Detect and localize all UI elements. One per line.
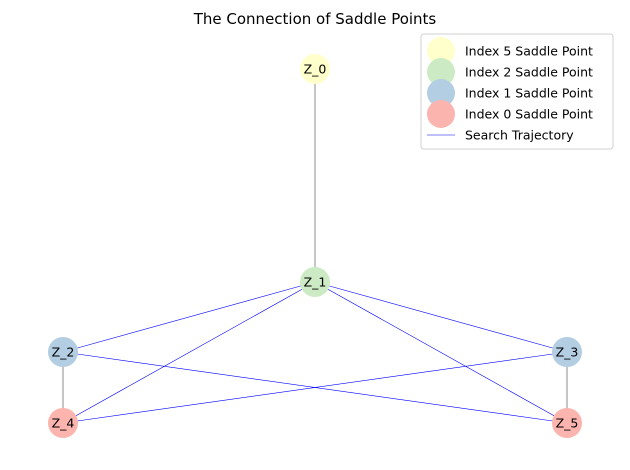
- node-z4: [48, 408, 78, 438]
- legend-marker-1: [427, 58, 455, 86]
- edge-z3-z4: [62, 351, 568, 424]
- edge-z1-z3: [314, 281, 568, 353]
- node-z1: [300, 267, 330, 297]
- node-z2: [48, 337, 78, 367]
- edge-z1-z5: [314, 281, 568, 424]
- legend-marker-0: [427, 37, 455, 65]
- legend-label-4: Search Trajectory: [465, 128, 574, 143]
- node-label-z3: Z_3: [556, 345, 579, 360]
- legend-label-1: Index 2 Saddle Point: [465, 65, 593, 80]
- legend-label-0: Index 5 Saddle Point: [465, 44, 593, 59]
- node-label-z5: Z_5: [556, 416, 579, 431]
- edge-z1-z2: [62, 281, 316, 353]
- legend-label-3: Index 0 Saddle Point: [465, 107, 593, 122]
- node-label-z2: Z_2: [52, 345, 75, 360]
- edge-z1-z4: [62, 281, 316, 424]
- legend-label-2: Index 1 Saddle Point: [465, 86, 593, 101]
- node-label-z0: Z_0: [304, 62, 327, 77]
- node-label-z4: Z_4: [52, 416, 75, 431]
- node-label-z1: Z_1: [304, 275, 327, 290]
- diagram-title: The Connection of Saddle Points: [193, 10, 437, 28]
- legend-frame: [420, 33, 614, 150]
- nodes-layer: Z_0Z_1Z_2 Z_3Z_4 Z_5: [48, 54, 582, 438]
- legend-marker-2: [427, 79, 455, 107]
- legend-marker-3: [427, 100, 455, 128]
- node-z0: [300, 54, 330, 84]
- node-z5: [552, 408, 582, 438]
- node-z3: [552, 337, 582, 367]
